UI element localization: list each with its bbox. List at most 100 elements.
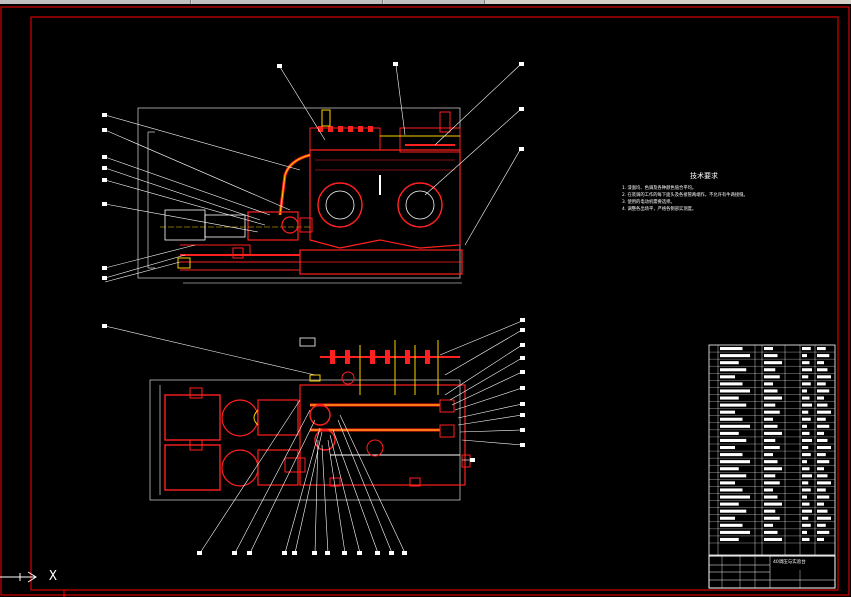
sheet-outer-frame (0, 6, 850, 596)
parts-list-cell-mark (764, 509, 776, 513)
technical-note-line: 2. 在装调的工作的每下面头及各接管两端作，不允许有牛两接缝。 (622, 193, 748, 198)
parts-list-cell-mark (720, 347, 743, 351)
parts-list-cell-mark (720, 354, 750, 358)
parts-list-cell-mark (720, 396, 739, 400)
parts-list-cell-mark (764, 389, 778, 393)
parts-list-cell-mark (802, 431, 810, 435)
parts-list-cell-mark (764, 481, 780, 485)
front-view-leaders (104, 64, 521, 283)
parts-list-cell-mark (817, 495, 830, 499)
parts-list-cell-mark (802, 410, 809, 414)
parts-list-cell-mark (764, 537, 782, 541)
parts-list-cell-mark (802, 424, 807, 428)
parts-list-cell-mark (720, 495, 750, 499)
parts-list-cell-mark (720, 467, 739, 471)
parts-list-cell-mark (817, 375, 831, 379)
parts-list-cell-mark (802, 488, 811, 492)
technical-note-line: 4. 调整各出场平，严格各侧部实测度。 (622, 207, 697, 212)
parts-list-cell-mark (817, 453, 826, 457)
parts-list-cell-mark (817, 516, 831, 520)
parts-list-cell-mark (764, 410, 780, 414)
drawing-title: 40调压与实验台 (773, 560, 806, 565)
parts-list-cell-mark (764, 467, 782, 471)
parts-list-cell-mark (764, 495, 778, 499)
parts-list-cell-mark (764, 523, 773, 527)
technical-note-line: 1. 漆面均、色调及各种颜色值合平均。 (622, 186, 697, 191)
parts-list-cell-mark (817, 502, 824, 506)
parts-list-cell-mark (802, 375, 809, 379)
parts-list-table (708, 344, 836, 556)
title-block (708, 555, 836, 589)
parts-list-cell-mark (817, 396, 824, 400)
parts-list-cell-mark (764, 347, 773, 351)
parts-list-cell-mark (802, 481, 809, 485)
toolbar-segment[interactable] (384, 0, 485, 4)
parts-list-cell-mark (817, 417, 826, 421)
parts-list-cell-mark (817, 389, 830, 393)
parts-list-cell-mark (802, 417, 811, 421)
parts-list-cell-mark (764, 403, 776, 407)
parts-list-cell-mark (817, 537, 824, 541)
parts-list-cell-mark (802, 382, 811, 386)
parts-list-cell-mark (802, 396, 810, 400)
front-elevation-view (137, 107, 463, 284)
parts-list-cell-mark (802, 523, 811, 527)
toolbar-segment[interactable] (0, 0, 191, 4)
toolbar-segment[interactable] (192, 0, 383, 4)
parts-list-cell-mark (764, 502, 782, 506)
parts-list-cell-mark (720, 474, 747, 478)
parts-list-cell-mark (764, 417, 773, 421)
front-view-leader-tags (102, 62, 524, 280)
parts-list-cell-mark (802, 474, 812, 478)
parts-list-cell-mark (817, 424, 830, 428)
parts-list-cell-mark (764, 396, 782, 400)
parts-list-cell-mark (802, 467, 810, 471)
parts-list-cell-mark (720, 438, 747, 442)
parts-list-cell-mark (802, 495, 807, 499)
parts-list-cell-mark (720, 481, 735, 485)
parts-list-cell-mark (720, 424, 750, 428)
parts-list-cell-mark (720, 368, 747, 372)
parts-list-cell-mark (764, 453, 773, 457)
parts-list-cell-mark (720, 537, 739, 541)
parts-list-cell-mark (720, 361, 739, 365)
parts-list-cell-mark (764, 424, 778, 428)
parts-list-cell-mark (720, 389, 750, 393)
plan-view-leader-tags (102, 318, 525, 555)
parts-list-cell-mark (764, 446, 780, 450)
parts-list-cell-mark (720, 516, 735, 520)
parts-list-cell-mark (817, 403, 828, 407)
parts-list-cell-mark (802, 347, 811, 351)
parts-list-cell-mark (802, 460, 807, 464)
parts-list-cell-mark (802, 509, 812, 513)
sheet-inner-frame (30, 16, 839, 591)
parts-list-cell-mark (802, 354, 807, 358)
parts-list-cell-mark (817, 509, 828, 513)
parts-list-cell-mark (817, 438, 828, 442)
parts-list-cell-mark (817, 474, 828, 478)
parts-list-cell-mark (764, 516, 780, 520)
parts-list-cell-mark (764, 382, 773, 386)
ucs-icon (0, 571, 37, 583)
parts-list-cell-mark (802, 361, 810, 365)
parts-list-cell-mark (720, 431, 739, 435)
parts-list-cell-mark (720, 488, 743, 492)
parts-list-cell-mark (817, 460, 830, 464)
parts-list-cell-mark (802, 537, 810, 541)
parts-list-cell-mark (764, 375, 780, 379)
parts-list-cell-mark (764, 368, 776, 372)
parts-list-cell-mark (720, 375, 735, 379)
window-toolbar-strip (0, 0, 851, 4)
parts-list-cell-mark (802, 530, 807, 534)
parts-list-cell-mark (720, 523, 743, 527)
parts-list-cell-mark (817, 523, 826, 527)
parts-list-cell-mark (720, 453, 743, 457)
parts-list-cell-mark (764, 488, 773, 492)
technical-notes-title: 技术要求 (690, 172, 718, 180)
parts-list-cell-mark (802, 453, 811, 457)
parts-list-cell-mark (817, 354, 830, 358)
cad-drawing-canvas[interactable] (0, 4, 851, 597)
parts-list-cell-mark (720, 446, 735, 450)
parts-list-cell-mark (720, 417, 743, 421)
parts-list-cell-mark (817, 361, 824, 365)
